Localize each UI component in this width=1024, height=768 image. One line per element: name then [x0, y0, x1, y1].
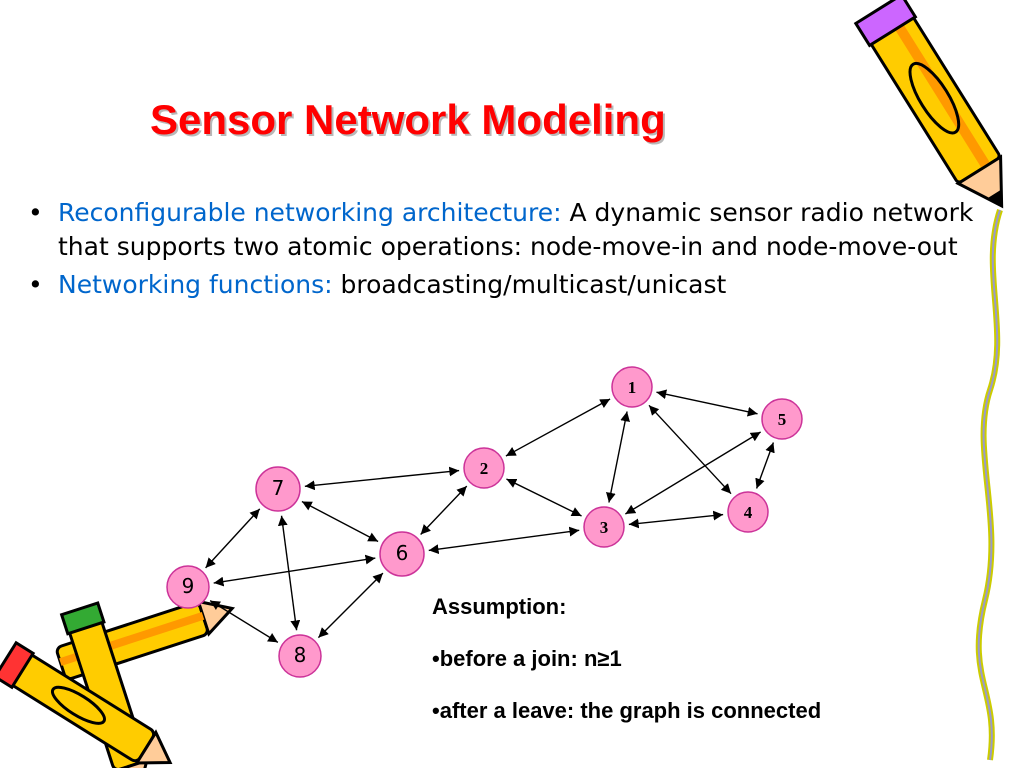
edge-1-2: [505, 398, 611, 457]
node-1: [611, 366, 653, 408]
edge-9-8: [209, 600, 279, 643]
bullet-list: • Reconfigurable networking architecture…: [28, 196, 1018, 306]
node-4: [727, 491, 769, 533]
bullet-item: • Networking functions: broadcasting/mul…: [28, 268, 1018, 302]
edge-5-3: [625, 431, 761, 515]
node-label-6: 6: [396, 541, 409, 565]
edge-2-6: [420, 485, 468, 535]
bullet-accent-text: Reconfigurable networking architecture:: [58, 198, 562, 227]
bullet-marker: •: [28, 198, 43, 227]
assumption-box: Assumption: •before a join: n≥1 •after a…: [432, 592, 992, 748]
edge-1-3: [606, 411, 630, 503]
assumption-heading: Assumption:: [432, 594, 567, 619]
node-5: [761, 398, 803, 440]
node-2: [463, 447, 505, 489]
edge-1-5: [656, 389, 758, 417]
node-label-3: 3: [600, 518, 609, 537]
node-3: [583, 506, 625, 548]
node-6: [379, 531, 425, 577]
squiggle-line: [977, 209, 1001, 761]
edge-7-8: [277, 515, 301, 631]
assumption-item: •before a join: n≥1: [432, 646, 622, 671]
slide-title: Sensor Network Modeling: [150, 96, 666, 143]
edge-3-6: [428, 526, 580, 554]
edge-3-4: [628, 510, 724, 529]
edge-6-9: [213, 554, 376, 587]
bullet-marker: •: [28, 270, 43, 299]
assumption-item: •after a leave: the graph is connected: [432, 698, 822, 723]
edge-7-9: [205, 508, 261, 569]
edge-2-7: [304, 466, 460, 491]
edge-7-6: [301, 500, 379, 543]
bullet-item: • Reconfigurable networking architecture…: [28, 196, 1018, 264]
bullet-accent-text: Networking functions:: [58, 270, 333, 299]
node-7: [255, 466, 301, 512]
node-label-4: 4: [744, 503, 753, 522]
edge-2-3: [506, 478, 582, 517]
edge-6-8: [317, 572, 384, 639]
bullet-body-text: A dynamic sensor radio network that supp…: [58, 198, 974, 261]
node-9: [166, 565, 210, 609]
node-label-7: 7: [272, 476, 285, 500]
edge-5-4: [755, 442, 775, 489]
node-label-5: 5: [778, 410, 787, 429]
node-8: [278, 634, 322, 678]
node-label-2: 2: [480, 459, 489, 478]
node-label-8: 8: [294, 643, 307, 667]
edge-1-4: [648, 404, 732, 495]
node-label-9: 9: [182, 574, 195, 598]
node-label-1: 1: [628, 378, 637, 397]
bullet-body-text: broadcasting/multicast/unicast: [332, 270, 727, 299]
